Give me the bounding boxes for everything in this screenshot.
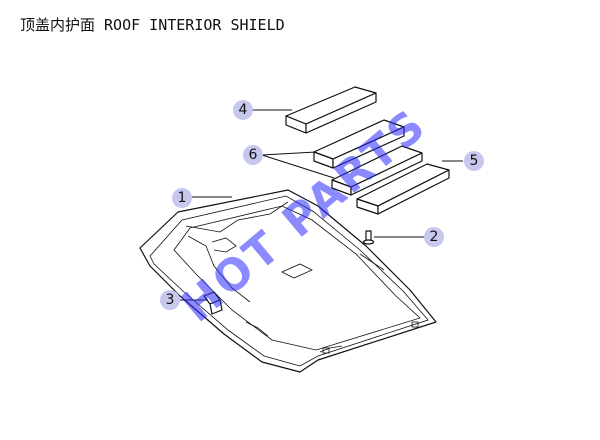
svg-text:6: 6 (249, 147, 258, 163)
callout-6: 6 (243, 145, 263, 165)
foam-pad-5[interactable] (356, 163, 450, 215)
headliner-panel[interactable] (139, 189, 437, 373)
foam-pad-6-lower[interactable] (331, 145, 423, 196)
svg-text:4: 4 (239, 102, 248, 118)
clip-2[interactable] (362, 230, 375, 245)
svg-text:3: 3 (166, 292, 175, 308)
callout-4: 4 (233, 100, 253, 120)
leader-lines (180, 109, 463, 301)
callout-1: 1 (172, 188, 192, 208)
foam-pad-6-upper[interactable] (313, 119, 405, 169)
page-title: 顶盖内护面 ROOF INTERIOR SHIELD (20, 16, 285, 34)
svg-text:1: 1 (178, 190, 187, 206)
bracket-3[interactable] (203, 291, 223, 315)
foam-pad-4[interactable] (285, 86, 377, 134)
callout-2: 2 (424, 227, 444, 247)
callout-5: 5 (464, 151, 484, 171)
callout-3: 3 (160, 290, 180, 310)
svg-text:5: 5 (470, 153, 479, 169)
svg-text:2: 2 (430, 229, 439, 245)
